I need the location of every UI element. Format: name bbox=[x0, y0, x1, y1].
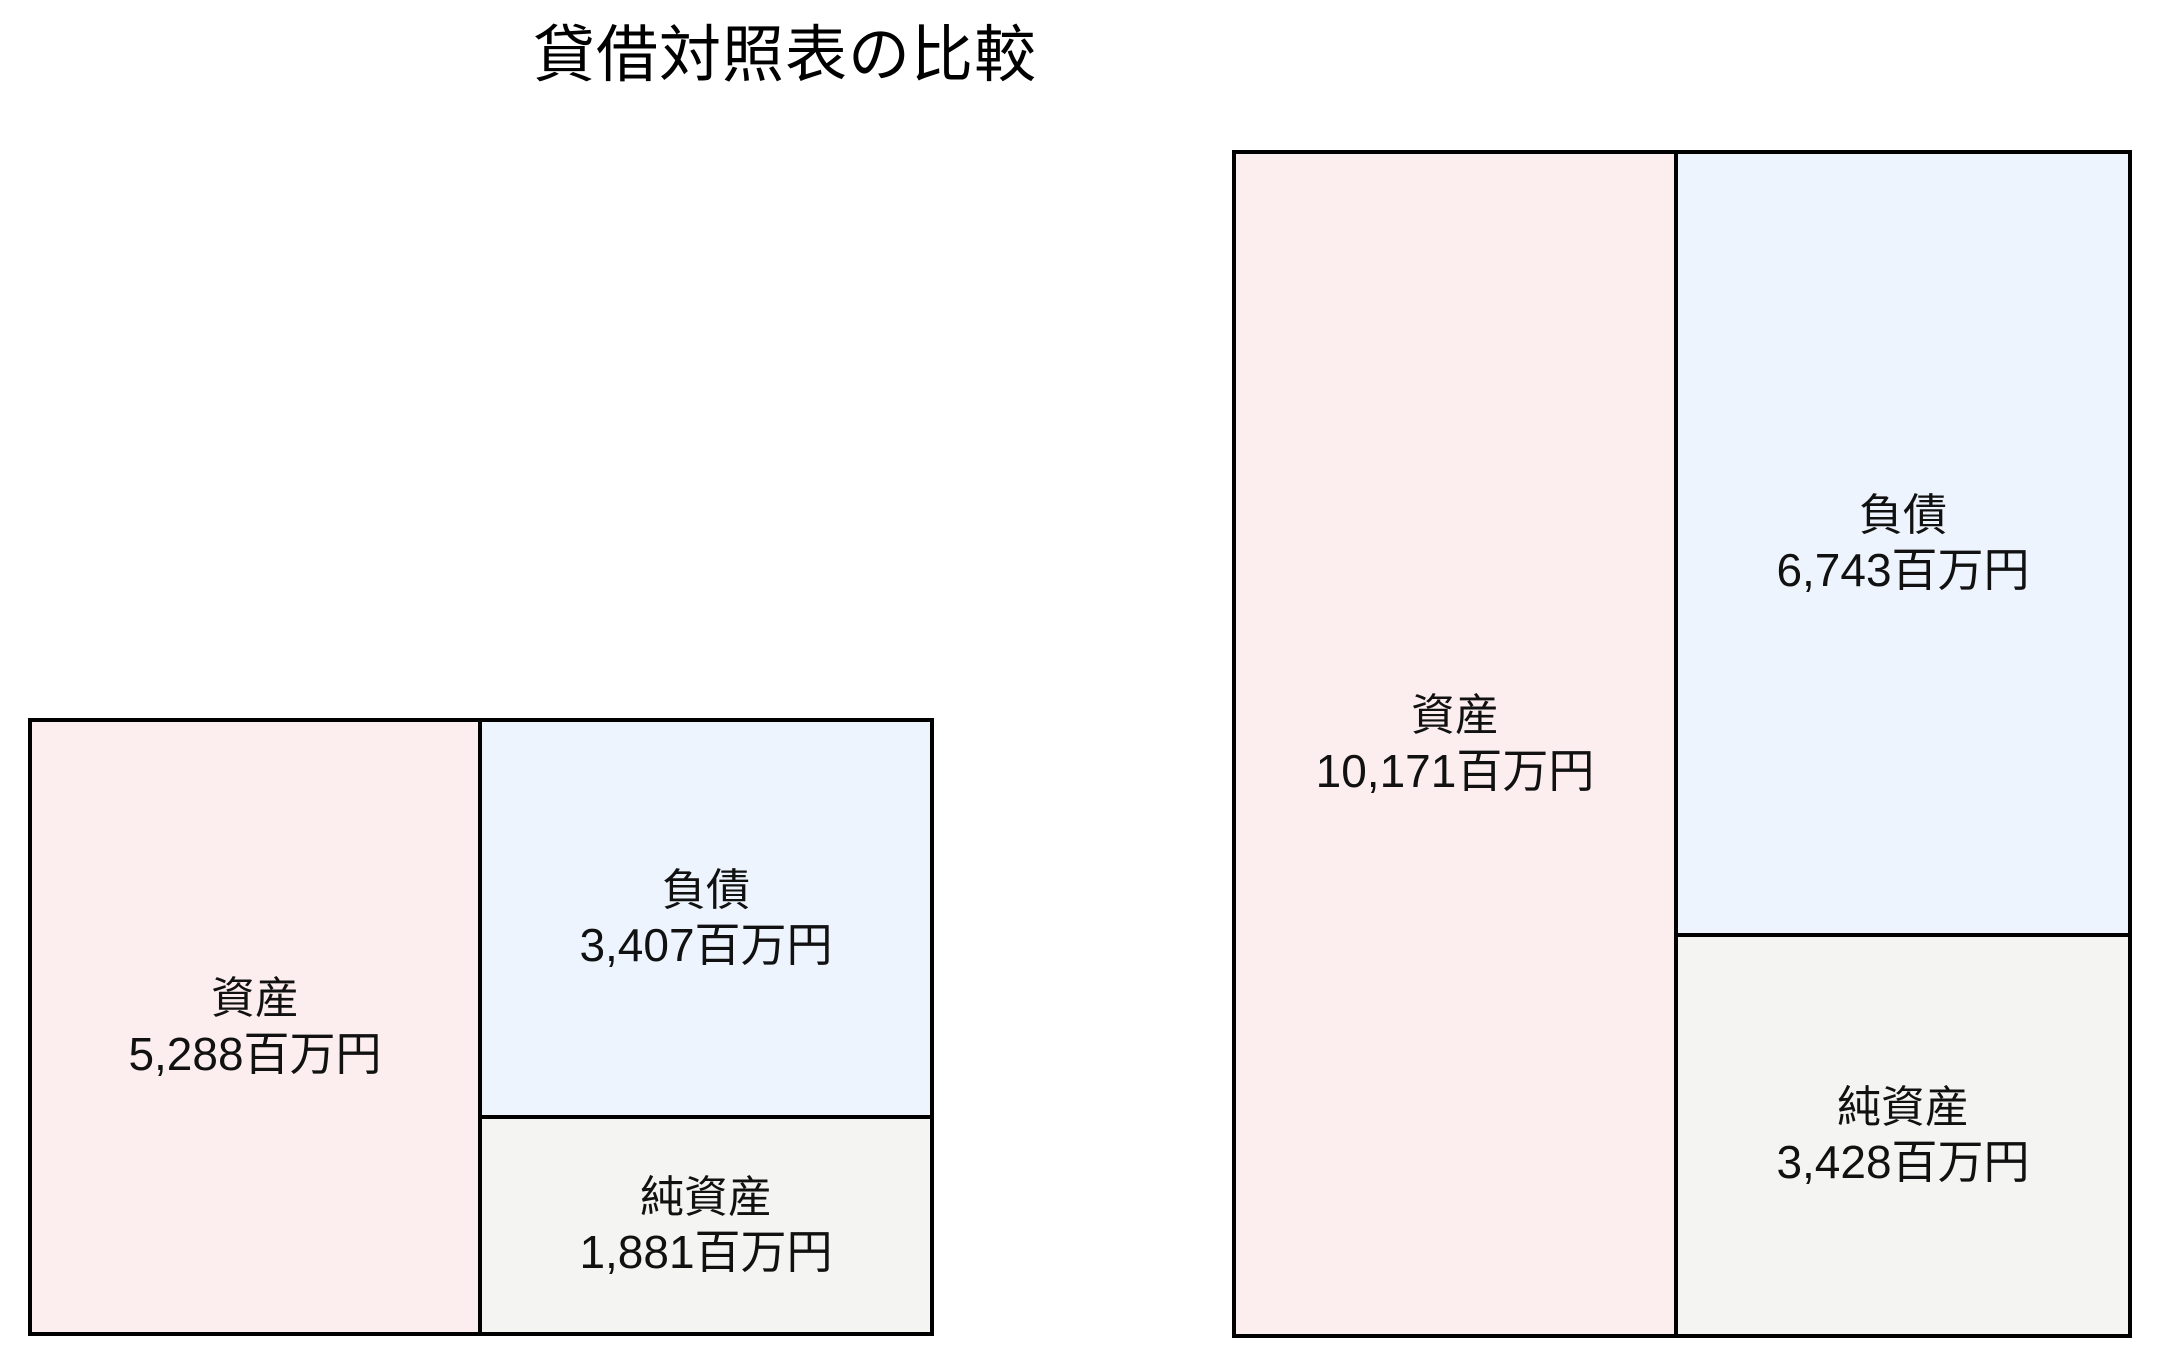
left-liability-block: 負債 3,407百万円 bbox=[482, 718, 934, 1119]
left-asset-block: 資産 5,288百万円 bbox=[28, 718, 482, 1336]
left-liability-label: 負債 bbox=[662, 865, 750, 915]
right-equity-text: 純資産 3,428百万円 bbox=[1770, 1081, 2035, 1191]
right-equity-value: 3,428百万円 bbox=[1776, 1136, 2030, 1189]
right-asset-text: 資産 10,171百万円 bbox=[1310, 689, 1601, 799]
right-liability-text: 負債 6,743百万円 bbox=[1770, 489, 2035, 599]
left-liability-value: 3,407百万円 bbox=[579, 919, 833, 972]
left-liability-text: 負債 3,407百万円 bbox=[573, 864, 838, 974]
left-asset-label: 資産 bbox=[211, 974, 299, 1024]
left-equity-value: 1,881百万円 bbox=[579, 1226, 833, 1279]
left-asset-value: 5,288百万円 bbox=[128, 1027, 382, 1080]
right-asset-value: 10,171百万円 bbox=[1315, 744, 1595, 797]
left-equity-label: 純資産 bbox=[640, 1172, 772, 1222]
right-liability-block: 負債 6,743百万円 bbox=[1678, 150, 2132, 937]
right-equity-block: 純資産 3,428百万円 bbox=[1678, 937, 2132, 1338]
right-equity-label: 純資産 bbox=[1837, 1082, 1969, 1132]
balance-sheet-right: 資産 10,171百万円 負債 6,743百万円 純資産 3,428百万円 bbox=[1232, 150, 2132, 1338]
left-equity-text: 純資産 1,881百万円 bbox=[573, 1171, 838, 1281]
right-asset-label: 資産 bbox=[1410, 691, 1499, 741]
right-liability-value: 6,743百万円 bbox=[1776, 544, 2030, 597]
right-liability-label: 負債 bbox=[1859, 490, 1947, 540]
balance-sheet-left: 資産 5,288百万円 負債 3,407百万円 純資産 1,881百万円 bbox=[28, 718, 934, 1336]
left-asset-text: 資産 5,288百万円 bbox=[122, 972, 387, 1082]
right-asset-block: 資産 10,171百万円 bbox=[1232, 150, 1678, 1338]
page-title: 貸借対照表の比較 bbox=[532, 21, 1037, 90]
left-equity-block: 純資産 1,881百万円 bbox=[482, 1119, 934, 1336]
